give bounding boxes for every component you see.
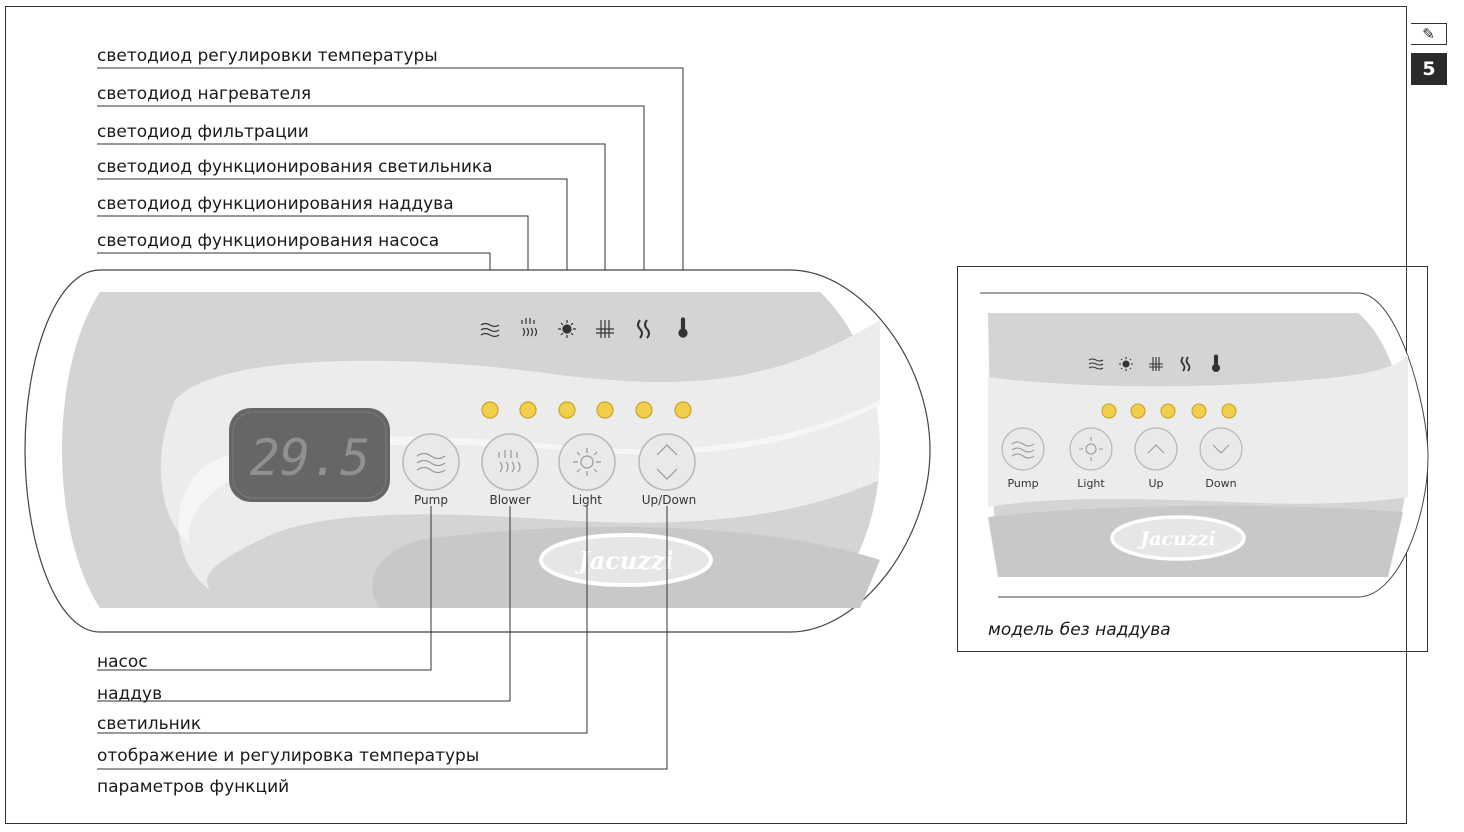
filter-status-icon (596, 320, 614, 338)
inset-heater-icon (1180, 356, 1191, 372)
pump-button-label: Pump (414, 493, 448, 507)
pump-icon (416, 452, 446, 474)
callout-display-cont: параметров функций (97, 777, 290, 797)
inset-down-label: Down (1205, 477, 1236, 490)
pencil-icon: ✎ (1411, 23, 1447, 45)
bottom-leader-lines (97, 506, 668, 770)
updown-button-label: Up/Down (642, 493, 696, 507)
brand-logo-text: Jacuzzi (574, 546, 673, 575)
callout-filter-led: светодиод фильтрации (97, 122, 309, 142)
callout-light: светильник (97, 714, 202, 734)
inset-light-icon (1119, 357, 1133, 371)
callout-temp-led: светодиод регулировки температуры (97, 46, 438, 66)
inset-thermometer-icon (1211, 354, 1221, 373)
panel-buttons (402, 433, 696, 491)
brand-logo (539, 533, 713, 587)
led-light (558, 401, 576, 419)
thermometer-status-icon (678, 317, 688, 338)
light-status-icon (558, 320, 576, 338)
inset-caption: модель без наддува (988, 620, 1171, 640)
callout-pump-led: светодиод функционирования насоса (97, 231, 440, 251)
callout-blower-led: светодиод функционирования наддува (97, 194, 454, 214)
callout-blower: наддув (97, 684, 163, 704)
inset-pump-icon (1088, 358, 1104, 370)
led-pump (481, 401, 499, 419)
inset-status-icons (1088, 354, 1221, 373)
inset-up-button (1134, 427, 1178, 471)
updown-button (638, 433, 696, 491)
pump-button (402, 433, 460, 491)
inset-pump-button (1001, 427, 1045, 471)
inset-light-label: Light (1077, 477, 1105, 490)
callout-pump: насос (97, 652, 148, 672)
led-heater (635, 401, 653, 419)
led-filter (596, 401, 614, 419)
blower-button-label: Blower (489, 493, 530, 507)
display-value: 29.5 (250, 429, 370, 487)
inset-buttons (1001, 427, 1243, 471)
status-icons (480, 317, 688, 339)
panel-swoosh (160, 320, 881, 545)
led-temperature (674, 401, 692, 419)
callout-heater-led: светодиод нагревателя (97, 84, 312, 104)
pump-status-icon (480, 322, 500, 338)
inset-brand-logo (1110, 515, 1246, 561)
heater-status-icon (637, 319, 650, 339)
inset-light-button (1069, 427, 1113, 471)
updown-icon (656, 444, 678, 480)
inset-brand-text: Jacuzzi (1137, 528, 1215, 550)
light-button (558, 433, 616, 491)
blower-icon (498, 450, 521, 473)
light-icon (580, 455, 594, 469)
inset-model-frame: Pump Light Up Down Jacuzzi модель без на… (957, 266, 1429, 652)
inset-down-button (1199, 427, 1243, 471)
inset-filter-icon (1149, 357, 1163, 371)
callout-light-led: светодиод функционирования светильника (97, 157, 493, 177)
top-leader-lines (97, 67, 684, 326)
inset-diagram: Pump Light Up Down Jacuzzi (980, 292, 1429, 598)
inset-up-label: Up (1148, 477, 1163, 490)
light-button-label: Light (572, 493, 602, 507)
chapter-number: 5 (1411, 53, 1447, 85)
led-blower (519, 401, 537, 419)
temperature-display (229, 408, 390, 502)
inset-led-row (1101, 403, 1237, 419)
led-row (481, 401, 692, 419)
blower-button (481, 433, 539, 491)
callout-display: отображение и регулировка температуры (97, 746, 480, 766)
inset-pump-label: Pump (1007, 477, 1038, 490)
blower-status-icon (521, 318, 538, 337)
